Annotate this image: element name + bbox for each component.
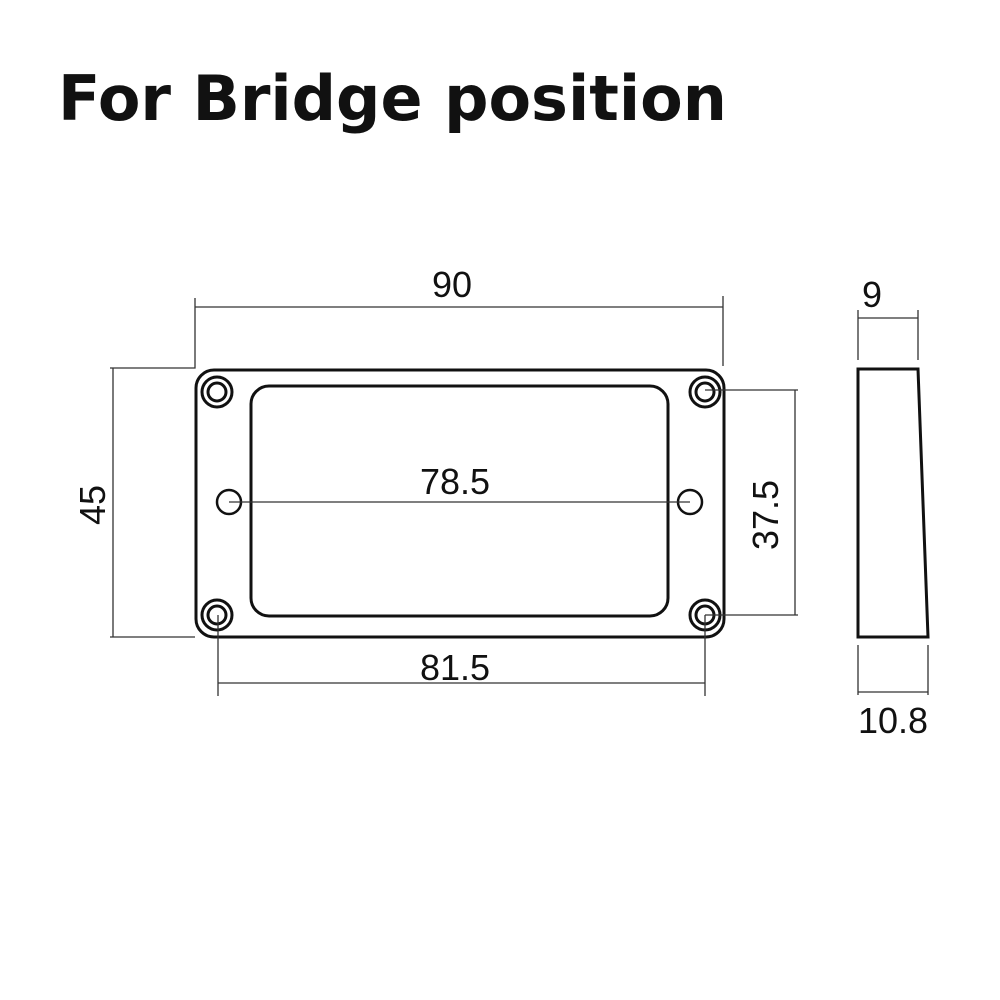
side-profile — [856, 367, 930, 639]
screw-holes — [200, 375, 722, 632]
ring-opening — [249, 384, 670, 618]
dim-line-45 — [110, 368, 195, 638]
dim-37-5: 37.5 — [745, 480, 786, 550]
dim-9: 9 — [862, 274, 882, 315]
dim-78-5: 78.5 — [420, 461, 490, 502]
dim-45: 45 — [72, 485, 113, 525]
dim-10-8: 10.8 — [858, 700, 928, 741]
page-title: For Bridge position — [58, 62, 727, 135]
dim-line-10-8 — [857, 645, 929, 695]
dim-line-37-5 — [705, 389, 798, 616]
dim-line-9 — [857, 310, 919, 360]
dim-90: 90 — [432, 264, 472, 305]
dim-81-5: 81.5 — [420, 647, 490, 688]
ring-outline — [194, 368, 726, 639]
dim-line-81-5 — [217, 615, 706, 696]
dim-line-90 — [110, 296, 724, 369]
